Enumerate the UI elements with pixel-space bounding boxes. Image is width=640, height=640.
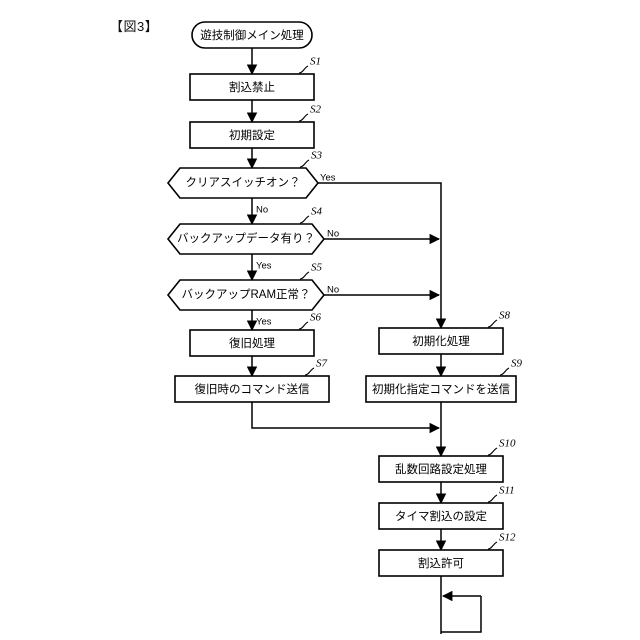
node-s12-shape	[378, 549, 504, 577]
connector-loop-back	[441, 596, 482, 633]
branch-label-s3-no: No	[256, 205, 268, 216]
node-s6-text: 復旧処理	[229, 336, 275, 350]
leader-s7	[304, 367, 315, 376]
leader-s4	[299, 215, 310, 224]
node-s3-shape	[166, 167, 320, 199]
leader-s8	[487, 319, 498, 328]
step-label-s8: S8	[499, 310, 511, 322]
node-s7-text: 復旧時のコマンド送信	[195, 382, 310, 396]
leader-s10	[487, 447, 498, 456]
step-label-s7: S7	[316, 358, 328, 370]
connector-s3-yes-to-s8	[318, 182, 447, 330]
step-label-s3: S3	[311, 150, 323, 162]
node-s3-text: クリアスイッチオン？	[186, 176, 301, 189]
figure-number-label: 【図3】	[110, 19, 159, 34]
node-s2-shape	[189, 121, 315, 149]
node-s9-text: 初期化指定コマンドを送信	[372, 382, 510, 396]
node-s11-text: タイマ割込の設定	[395, 510, 487, 523]
step-label-s11: S11	[499, 485, 515, 497]
branch-label-s3-yes: Yes	[320, 173, 336, 184]
leader-s6	[298, 321, 309, 330]
step-label-s12: S12	[499, 532, 516, 544]
leader-s5	[299, 271, 310, 280]
step-label-s5: S5	[311, 262, 323, 274]
node-start-text: 遊技制御メイン処理	[200, 28, 304, 42]
branch-label-s5-yes: Yes	[256, 317, 272, 328]
leader-s2	[298, 113, 309, 122]
node-s2-text: 初期設定	[229, 129, 275, 142]
branch-label-s4-no: No	[327, 229, 339, 240]
step-label-s4: S4	[311, 206, 323, 218]
leader-s9	[499, 367, 510, 376]
step-label-s1: S1	[310, 56, 321, 68]
node-s12-text: 割込許可	[418, 556, 464, 570]
step-label-s10: S10	[499, 438, 516, 450]
node-start-shape	[191, 21, 313, 49]
branch-label-s4-yes: Yes	[256, 261, 272, 272]
connector-s7-to-trunk	[251, 402, 441, 434]
node-s8-shape	[378, 327, 504, 355]
node-s11-shape	[378, 502, 504, 530]
leader-s11	[487, 494, 498, 503]
node-s5-shape	[166, 279, 326, 311]
node-s9-shape	[365, 375, 517, 403]
node-s6-shape	[189, 329, 315, 357]
node-s8-text: 初期化処理	[412, 334, 470, 348]
node-s1-shape	[189, 73, 315, 101]
leader-s3	[299, 159, 310, 168]
node-s4-text: バックアップデータ有り？	[177, 231, 315, 245]
node-s5-text: バックアップRAM正常？	[181, 288, 310, 301]
branch-label-s5-no: No	[327, 285, 339, 296]
node-s4-shape	[166, 223, 326, 255]
leader-s1	[298, 65, 309, 74]
node-s10-text: 乱数回路設定処理	[395, 462, 487, 476]
step-label-s2: S2	[310, 104, 322, 116]
step-label-s6: S6	[310, 312, 322, 324]
step-label-s9: S9	[511, 358, 523, 370]
node-s1-text: 割込禁止	[229, 81, 275, 94]
node-s10-shape	[378, 455, 504, 483]
node-s7-shape	[174, 375, 330, 403]
leader-s12	[487, 541, 498, 550]
